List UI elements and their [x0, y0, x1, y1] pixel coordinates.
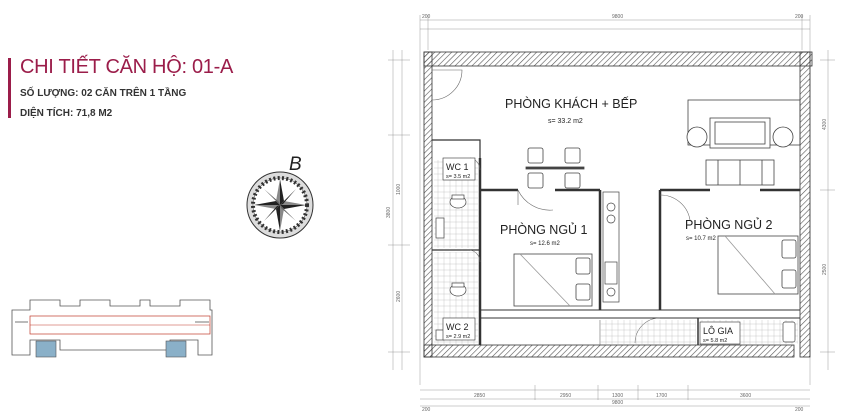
exterior-walls — [423, 51, 813, 358]
bed-1-icon — [513, 253, 593, 307]
key-plan-unit-right — [165, 340, 187, 358]
dining-set-icon — [525, 147, 585, 189]
wc1-label-box — [442, 157, 476, 181]
sofa-set-icon — [686, 99, 801, 186]
room-area-logia: s= 5.8 m2 — [703, 338, 727, 344]
dim-bottom-seg-2: 2950 — [560, 393, 571, 399]
room-area-living: s= 33.2 m2 — [548, 118, 583, 125]
corridor-floor — [600, 320, 696, 344]
kitchen-counter-icon — [602, 191, 620, 303]
room-area-wc1: s= 3.5 m2 — [446, 174, 470, 180]
room-label-living: PHÒNG KHÁCH + BẾP — [505, 96, 637, 111]
dim-top-tick-left: 200 — [422, 14, 431, 20]
logia-label-box — [699, 321, 741, 345]
wc2-label-box — [442, 317, 476, 341]
dim-bottom-total: 9800 — [612, 400, 623, 406]
quantity-text: SỐ LƯỢNG: 02 CĂN TRÊN 1 TẦNG — [20, 88, 187, 99]
wc-fixtures-icon — [435, 194, 796, 343]
dim-bottom-seg-4: 1700 — [656, 393, 667, 399]
compass-rose-icon — [246, 171, 314, 239]
dim-bottom-seg-1: 2850 — [474, 393, 485, 399]
dim-top-total: 9800 — [612, 14, 623, 20]
dim-bottom-tick-right: 200 — [795, 407, 804, 413]
dim-left-2: 1000 — [396, 184, 402, 195]
dim-left-1: 3800 — [386, 207, 392, 218]
dim-right-1: 4300 — [822, 119, 828, 130]
room-area-wc2: s= 2.9 m2 — [446, 334, 470, 340]
interior-walls — [432, 139, 800, 345]
area-text: DIỆN TÍCH: 71,8 M2 — [20, 108, 113, 119]
room-area-bed2: s= 10.7 m2 — [686, 236, 717, 242]
dim-bottom-tick-left: 200 — [422, 407, 431, 413]
room-label-wc2: WC 2 — [446, 322, 469, 332]
room-area-bed1: s= 12.6 m2 — [530, 241, 561, 247]
bed-2-icon — [717, 235, 799, 295]
room-label-wc1: WC 1 — [446, 162, 469, 172]
dim-top-tick-right: 200 — [795, 14, 804, 20]
dim-right-2: 2500 — [822, 264, 828, 275]
key-plan — [11, 299, 213, 356]
page-title: CHI TIẾT CĂN HỘ: 01-A — [20, 56, 234, 78]
room-label-logia: LÔ GIA — [703, 326, 733, 336]
dim-bottom-seg-5: 3600 — [740, 393, 751, 399]
room-label-bed1: PHÒNG NGỦ 1 — [500, 222, 588, 237]
compass-north-label: B — [289, 154, 302, 175]
title-accent-bar — [8, 58, 11, 118]
dim-bottom-seg-3: 1300 — [612, 393, 623, 399]
dim-left-3: 2600 — [396, 291, 402, 302]
key-plan-unit-left — [35, 340, 57, 358]
room-label-bed2: PHÒNG NGỦ 2 — [685, 217, 773, 232]
